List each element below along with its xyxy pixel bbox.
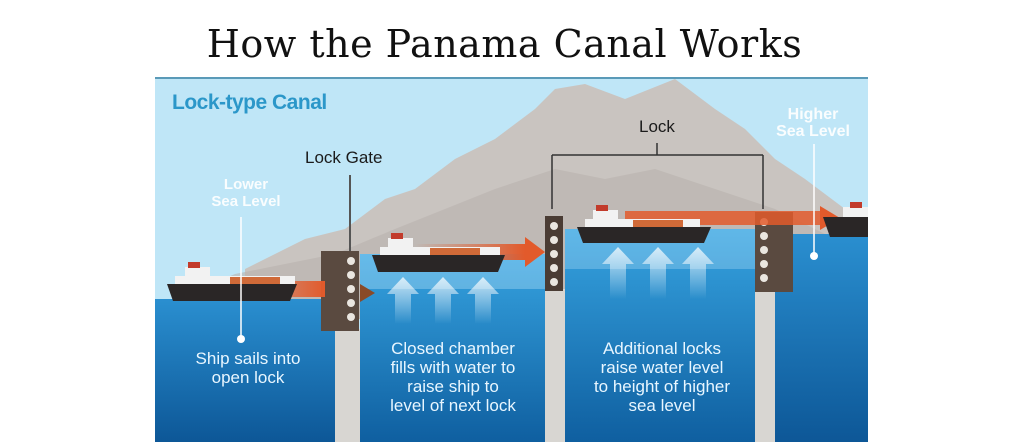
lock-bracket bbox=[551, 143, 764, 209]
diagram-heading: Lock-type Canal bbox=[172, 91, 327, 114]
lock-gate-3 bbox=[755, 212, 793, 292]
rising-water-arrows bbox=[387, 247, 714, 324]
caption-step-3: Additional locks raise water level to he… bbox=[593, 339, 731, 415]
ship-lower bbox=[167, 262, 297, 301]
lower-sea-level-label: Lower Sea Level bbox=[211, 176, 281, 210]
lower-sea-water bbox=[155, 299, 335, 442]
page-title: How the Panama Canal Works bbox=[206, 22, 803, 66]
caption-step-1: Ship sails into open lock bbox=[195, 349, 301, 387]
ship-chamber-2 bbox=[577, 205, 711, 243]
lock-label: Lock bbox=[639, 117, 675, 136]
lock-gate-1 bbox=[321, 251, 359, 331]
chamber-1-water bbox=[360, 254, 545, 442]
ship-chamber-1 bbox=[372, 233, 505, 272]
canal-diagram: Lock-type Canal Lock Gate Lock Lower Sea… bbox=[155, 77, 868, 442]
lock-wall bbox=[335, 329, 360, 442]
higher-sea-level-label: Higher Sea Level bbox=[776, 106, 850, 140]
lock-gate-label: Lock Gate bbox=[305, 148, 383, 167]
arrow-head bbox=[525, 237, 545, 267]
lock-wall bbox=[545, 289, 565, 442]
arrow-head bbox=[360, 284, 375, 302]
ship-higher bbox=[823, 202, 868, 237]
canal-illustration bbox=[155, 79, 868, 442]
lock-gate-2 bbox=[545, 216, 563, 291]
lock-wall bbox=[755, 289, 775, 442]
caption-step-2: Closed chamber fills with water to raise… bbox=[390, 339, 516, 415]
